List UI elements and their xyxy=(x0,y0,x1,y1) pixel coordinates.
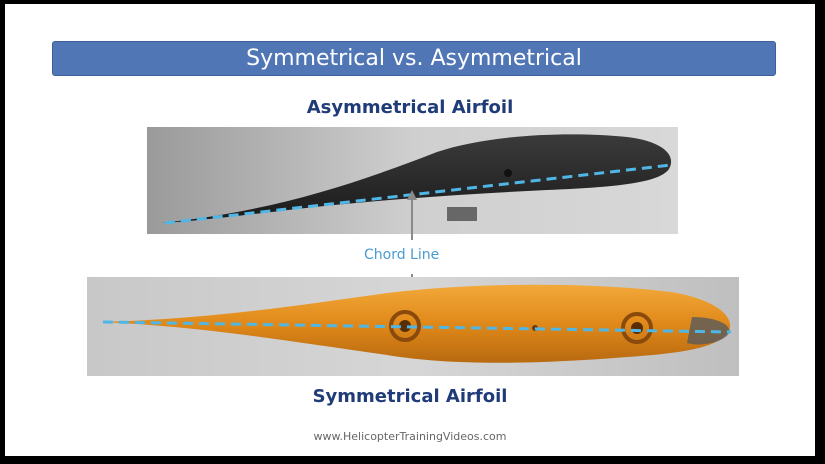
pivot-hole xyxy=(504,169,512,177)
chord-line-symmetrical xyxy=(102,320,732,334)
symmetrical-airfoil-shape xyxy=(101,284,731,363)
arrow-up-head xyxy=(407,190,417,200)
asymmetrical-heading: Asymmetrical Airfoil xyxy=(306,97,514,118)
title-bar: Symmetrical vs. Asymmetrical xyxy=(52,41,776,76)
slide: Symmetrical vs. Asymmetrical Asymmetrica… xyxy=(5,4,815,456)
asymmetrical-airfoil-shape xyxy=(161,134,672,223)
chord-line-asymmetrical xyxy=(164,163,672,225)
slide-title: Symmetrical vs. Asymmetrical xyxy=(246,46,582,71)
mount-ring-right xyxy=(621,312,653,344)
mount-hole-right xyxy=(631,322,643,334)
symmetrical-airfoil-photo xyxy=(87,277,739,376)
symmetrical-airfoil-graphic xyxy=(87,277,739,376)
chord-line-label: Chord Line xyxy=(361,247,443,263)
mount-hole-left xyxy=(399,320,411,332)
mount-bracket xyxy=(447,207,477,221)
leading-edge-tip xyxy=(687,317,730,345)
footer-url: www.HelicopterTrainingVideos.com xyxy=(313,430,507,443)
symmetrical-heading: Symmetrical Airfoil xyxy=(312,386,508,407)
